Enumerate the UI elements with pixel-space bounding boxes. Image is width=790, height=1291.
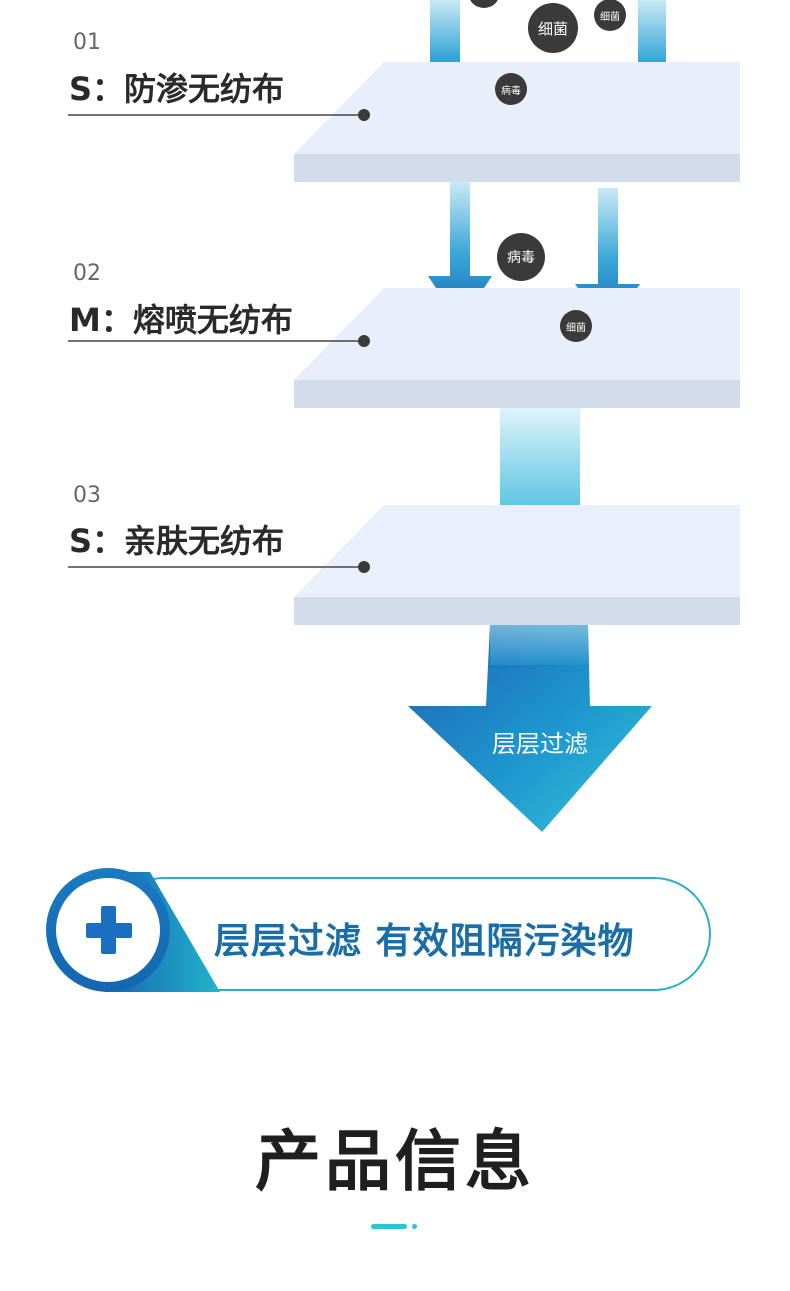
layer-number-3: 03 (73, 483, 101, 508)
particle-label: 细菌 (566, 322, 586, 334)
layer-plate-2 (294, 288, 740, 408)
particle-bacteria-small-2: 细菌 (560, 310, 592, 342)
filter-flow-shaft (500, 408, 580, 508)
filter-layers-diagram (68, 0, 740, 832)
layer-number-1: 01 (73, 30, 101, 55)
banner-text: 层层过滤 有效阻隔污染物 (214, 921, 635, 962)
layer-title-1: S：防渗无纺布 (69, 70, 285, 108)
particle-virus-small: 病毒 (495, 73, 527, 105)
layer-plate-3 (294, 505, 740, 625)
particle-bacteria-large: 细菌 (528, 3, 578, 53)
particle-bacteria-small: 细菌 (594, 0, 626, 31)
particle-label: 细菌 (537, 19, 568, 38)
filter-banner (46, 868, 711, 992)
particle-partial (470, 0, 498, 8)
layer-title-3: S：亲肤无纺布 (69, 522, 285, 560)
big-arrow-down-icon (408, 625, 652, 832)
layer-plate-1 (294, 62, 740, 182)
title-accent-dot (412, 1224, 417, 1229)
leader-lines (68, 114, 364, 568)
particle-virus-large: 病毒 (497, 233, 545, 281)
particle-label: 细菌 (600, 11, 620, 23)
layer-title-2: M：熔喷无纺布 (69, 301, 293, 339)
particle-label: 病毒 (501, 85, 521, 97)
title-accent-bar (371, 1224, 407, 1229)
leader-dots (358, 109, 370, 573)
plus-icon (86, 906, 132, 954)
particle-label: 病毒 (507, 250, 535, 266)
arrow-label: 层层过滤 (492, 730, 588, 758)
section-title: 产品信息 (255, 1123, 535, 1200)
layer-number-2: 02 (73, 261, 101, 286)
